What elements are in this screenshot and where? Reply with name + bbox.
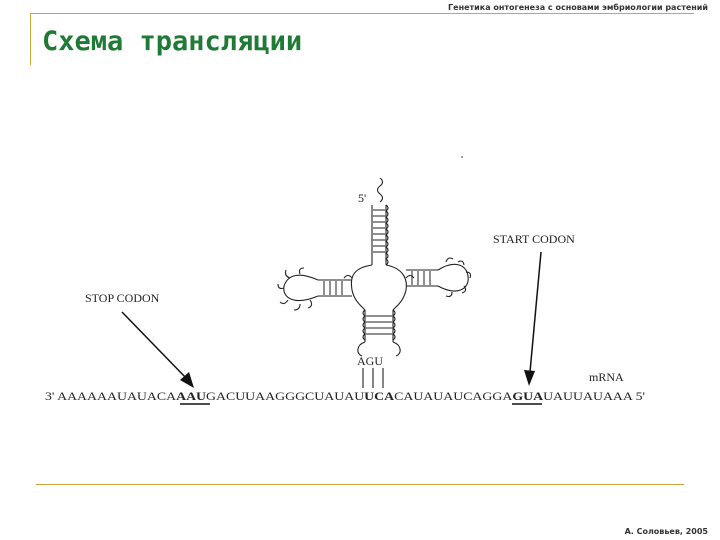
d-loop-bumps [277,267,313,311]
acceptor-stem-pairs [373,209,385,253]
stop-codon-arrowhead [180,372,194,388]
stray-dot [461,156,463,158]
mrna-start-codon: GUA [512,389,543,403]
stop-codon-arrow [121,311,189,381]
acceptor-bumps [385,204,389,266]
author-footer: А. Соловьев, 2005 [624,527,708,536]
t-loop-bumps [445,257,472,298]
d-stem-pairs [323,281,343,295]
core-bumps [343,274,415,279]
title-rule-left [30,13,31,65]
anticodon-stem-pairs [366,315,392,335]
mrna-prefix: 3' AAAAAAUAUACA [45,389,176,403]
central-core [350,264,407,311]
mrna-middle-1: GACUUAAGGGCUAUAU [206,389,365,403]
mrna-suffix: UAUUAUAAA 5' [543,389,645,403]
t-stem-pairs [411,271,431,285]
slide-title: Схема трансляции [42,26,303,57]
mrna-stop-codon: AAU [176,389,206,403]
anticodon-stem-bumps [362,309,396,341]
acceptor-end [376,177,384,203]
trna-cloverleaf [277,177,472,388]
mrna-paired-codon: UCA [364,389,394,403]
start-codon-label: START CODON [493,232,575,246]
course-header: Генетика онтогенеза с основами эмбриолог… [448,3,708,12]
mrna-label: mRNA [589,370,624,384]
anticodon-loop [357,341,401,357]
mrna-middle-2: CAUAUAUCAGGA [394,389,513,403]
stop-codon-label: STOP CODON [85,291,160,305]
anticodon-label: AGU [357,354,383,368]
title-rule-top [30,13,694,14]
bottom-rule [36,484,684,485]
start-codon-arrowhead [524,370,535,386]
start-codon-arrow [529,251,542,373]
five-prime-label: 5' [358,191,366,205]
t-loop [437,263,469,292]
d-loop [283,274,319,301]
